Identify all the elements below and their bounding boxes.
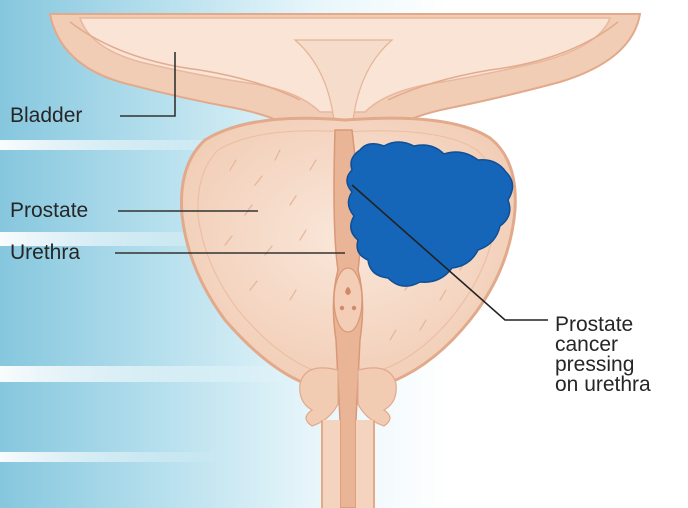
label-prostate-cancer-line: on urethra	[555, 375, 651, 395]
ejaculatory-duct-opening	[352, 306, 356, 310]
label-bladder: Bladder	[10, 105, 82, 127]
label-prostate-cancer: Prostate cancer pressing on urethra	[555, 315, 651, 395]
ejaculatory-duct-opening	[340, 306, 344, 310]
urethra-tissue	[356, 420, 373, 508]
label-prostate-cancer-line: Prostate	[555, 315, 651, 335]
label-prostate-cancer-line: pressing	[555, 355, 651, 375]
urethra-tissue	[323, 420, 340, 508]
sphincter-muscle-right	[358, 368, 396, 426]
label-prostate-cancer-line: cancer	[555, 335, 651, 355]
label-prostate: Prostate	[10, 200, 88, 222]
verumontanum	[334, 268, 362, 332]
sphincter-muscle-left	[300, 368, 338, 426]
label-urethra: Urethra	[10, 242, 80, 264]
